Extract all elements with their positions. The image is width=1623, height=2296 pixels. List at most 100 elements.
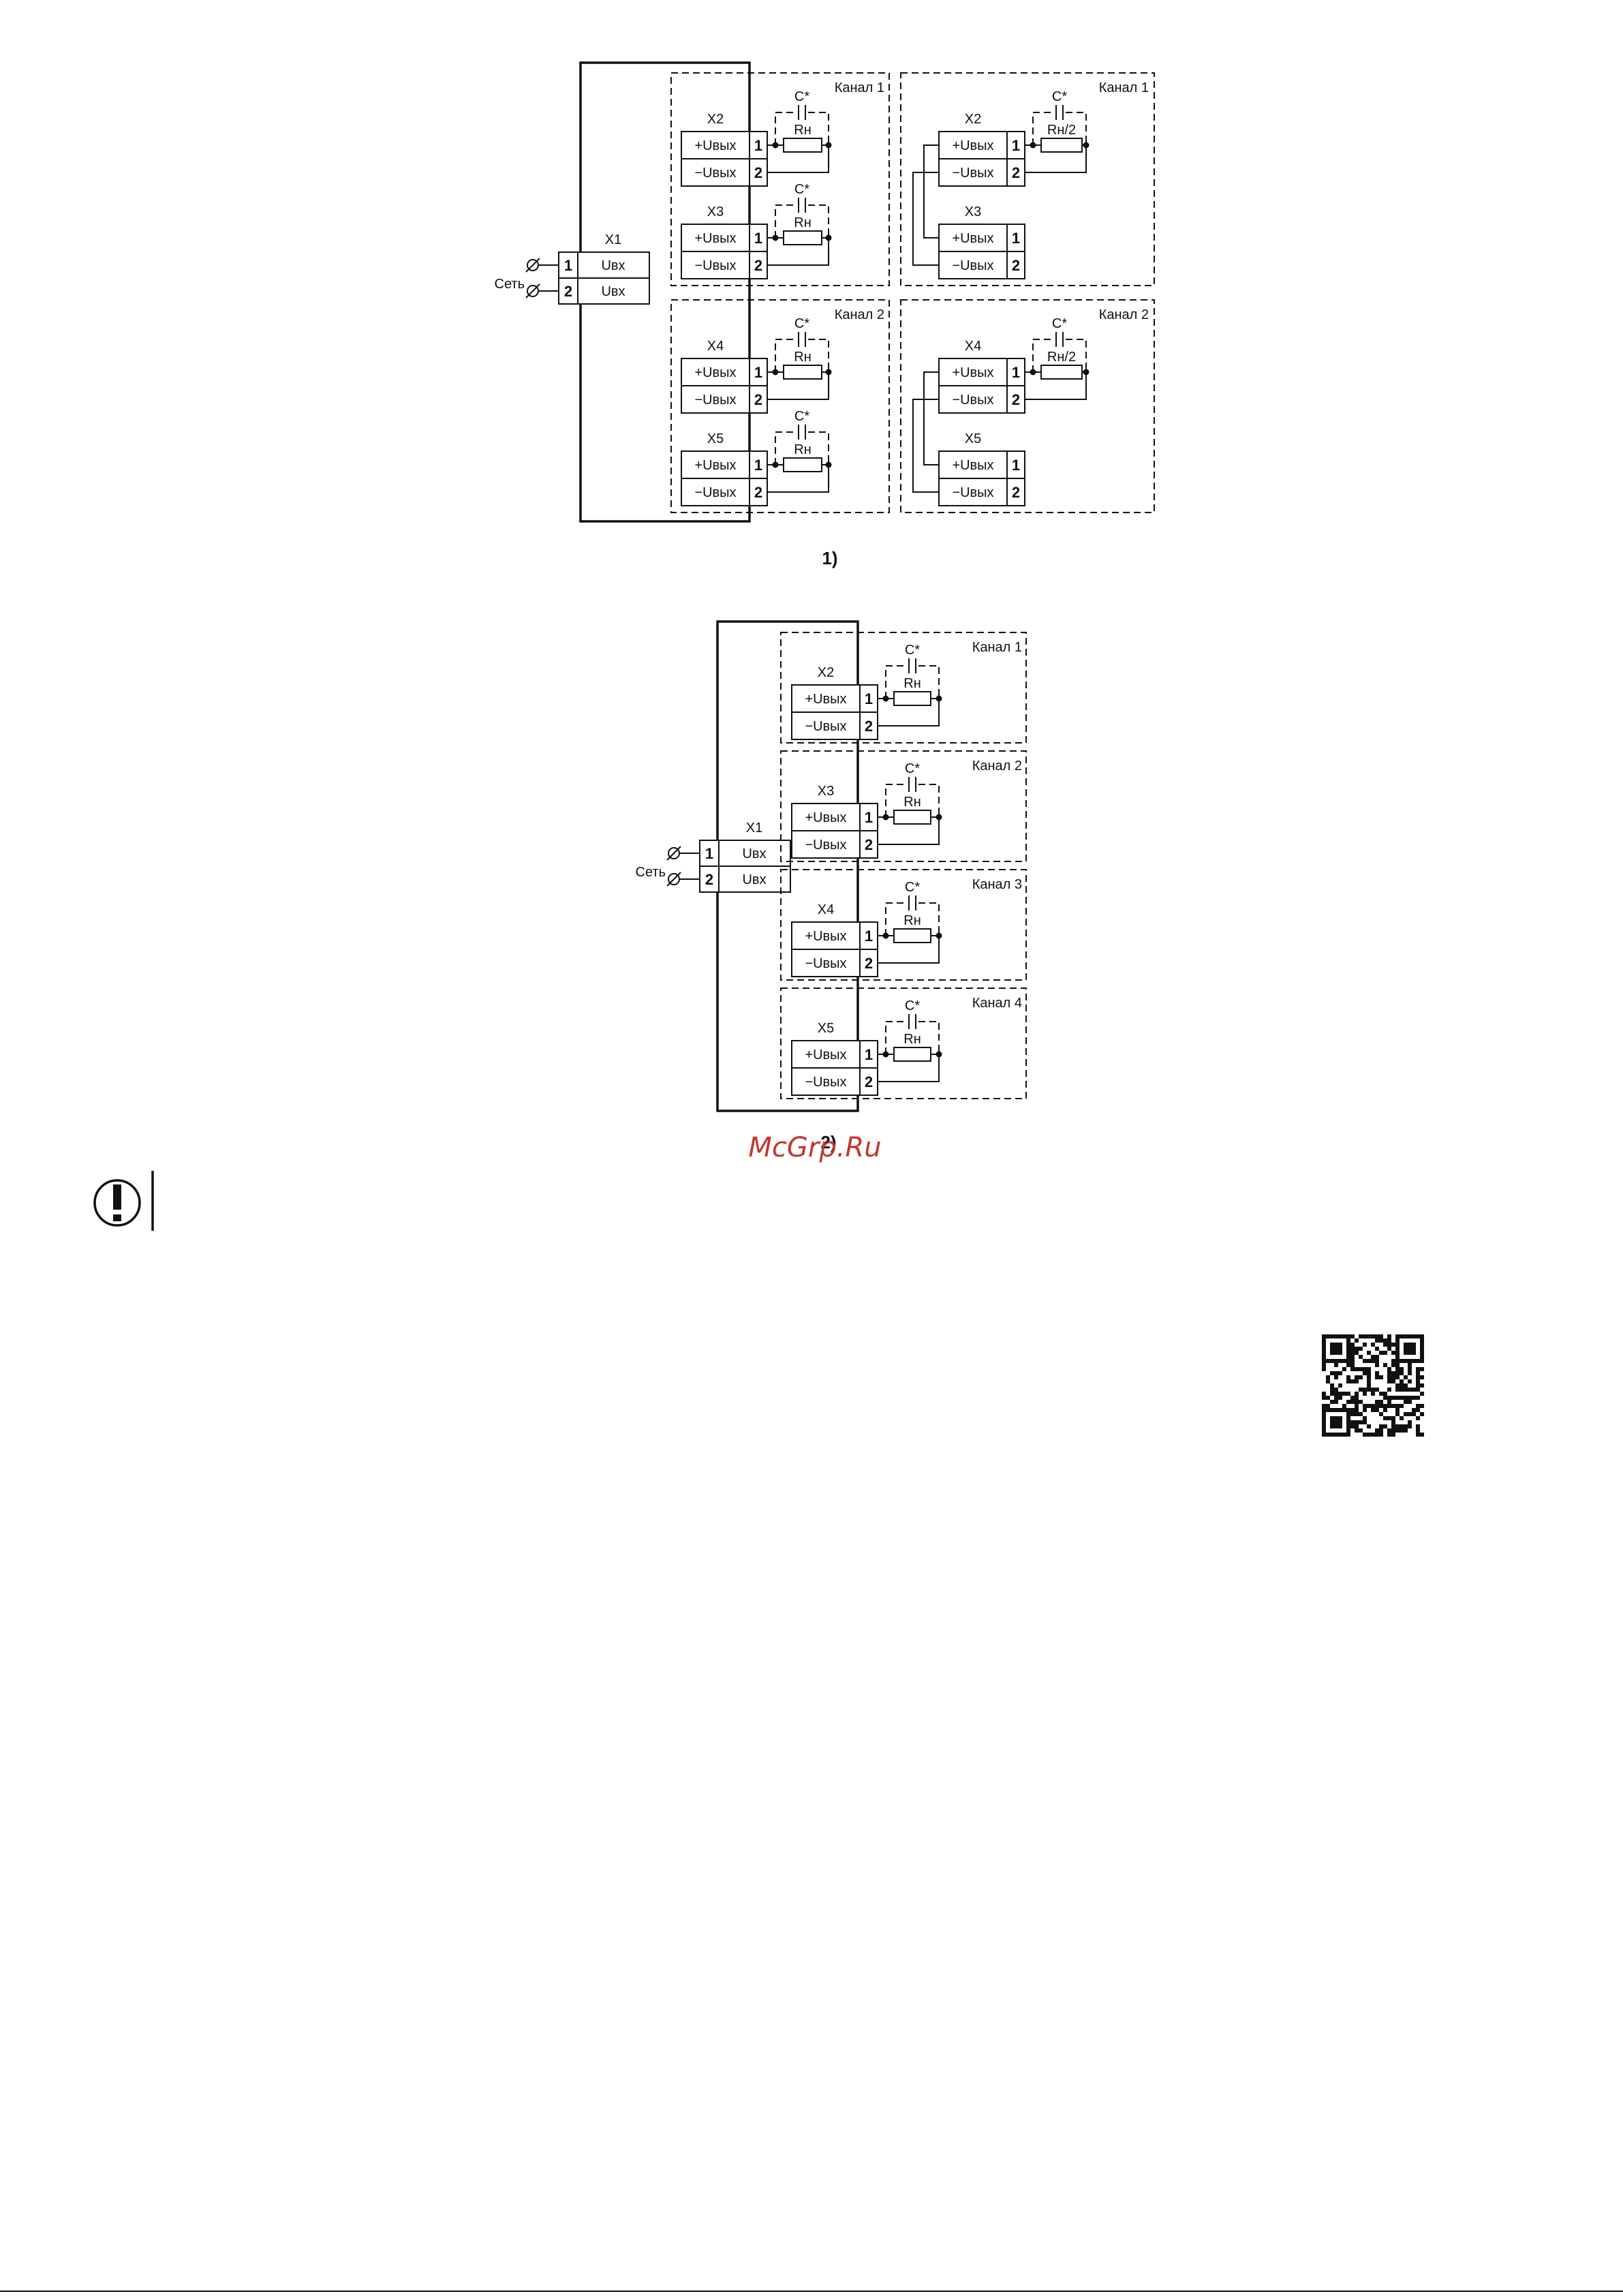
channel-label: Канал 2 — [972, 759, 1022, 774]
capacitor-label: C* — [905, 761, 920, 776]
qr-module — [1375, 1433, 1379, 1437]
qr-module — [1416, 1375, 1420, 1379]
capacitor-branch — [775, 339, 796, 372]
qr-module — [1404, 1428, 1408, 1433]
qr-module — [1355, 1396, 1359, 1400]
qr-module — [1400, 1367, 1404, 1371]
qr-module — [1387, 1396, 1391, 1400]
terminal-screw-icon — [527, 285, 539, 297]
qr-module — [1379, 1338, 1383, 1343]
pin-number: 2 — [1012, 164, 1020, 181]
qr-module — [1408, 1400, 1412, 1404]
qr-module — [1416, 1396, 1420, 1400]
qr-module — [1391, 1359, 1395, 1363]
diagram-caption: 1) — [822, 548, 837, 568]
terminal-label: Uвх — [601, 284, 625, 299]
qr-module — [1350, 1334, 1355, 1338]
connector-name: X5 — [818, 1021, 834, 1036]
return-wire — [1025, 145, 1087, 173]
return-wire — [767, 145, 829, 173]
terminal-label: +Uвых — [694, 365, 736, 380]
qr-module — [1363, 1334, 1367, 1338]
load-circuit: Rн/2C* — [1025, 89, 1089, 173]
capacitor-branch — [885, 665, 906, 699]
qr-module — [1408, 1363, 1412, 1367]
terminal-label: +Uвых — [805, 692, 846, 707]
connector-name: X1 — [605, 232, 621, 247]
qr-module — [1416, 1416, 1420, 1420]
qr-module — [1379, 1334, 1383, 1338]
resistor-label: Rн — [903, 795, 921, 810]
qr-finder — [1330, 1343, 1342, 1355]
qr-module — [1371, 1355, 1375, 1359]
qr-module — [1387, 1367, 1391, 1371]
connector-name: X5 — [965, 431, 981, 446]
pin-number: 1 — [1012, 137, 1020, 154]
qr-module — [1395, 1371, 1400, 1375]
qr-module — [1391, 1351, 1395, 1355]
qr-module — [1367, 1334, 1371, 1338]
pin-number: 2 — [1012, 391, 1020, 408]
terminal-minus — [681, 158, 750, 187]
qr-module — [1346, 1363, 1350, 1367]
qr-module — [1379, 1412, 1383, 1416]
terminal-screw-icon — [525, 258, 540, 273]
qr-module — [1387, 1371, 1391, 1375]
qr-module — [1395, 1404, 1400, 1408]
terminal-minus — [681, 385, 750, 414]
qr-module — [1322, 1392, 1326, 1396]
qr-module — [1379, 1404, 1383, 1408]
pin-box-2 — [859, 711, 878, 740]
channel-frame — [900, 72, 1155, 286]
qr-module — [1387, 1388, 1391, 1392]
pin-box-2 — [1006, 478, 1025, 506]
capacitor-branch — [918, 1021, 940, 1054]
qr-module — [1359, 1347, 1363, 1351]
qr-module — [1367, 1367, 1371, 1371]
qr-module — [1383, 1416, 1387, 1420]
qr-module — [1375, 1338, 1379, 1343]
qr-module — [1359, 1334, 1363, 1338]
qr-module — [1355, 1392, 1359, 1396]
qr-module — [1400, 1371, 1404, 1375]
capacitor-label: C* — [905, 998, 920, 1013]
resistor-label: Rн/2 — [1047, 123, 1076, 138]
qr-module — [1334, 1363, 1338, 1367]
qr-module — [1359, 1400, 1363, 1404]
terminal-minus — [791, 711, 861, 740]
connector-name: X1 — [746, 821, 762, 836]
qr-module — [1383, 1404, 1387, 1408]
qr-module — [1355, 1428, 1359, 1433]
pin-number: 2 — [1012, 484, 1020, 501]
resistor-label: Rн/2 — [1047, 350, 1076, 365]
pin-box-1 — [749, 224, 768, 252]
resistor — [783, 365, 822, 380]
qr-module — [1350, 1359, 1355, 1363]
terminal-plus — [681, 450, 750, 479]
qr-module — [1416, 1404, 1420, 1408]
pin-number: 1 — [865, 928, 873, 945]
qr-module — [1408, 1371, 1412, 1375]
terminal-minus — [681, 251, 750, 279]
qr-module — [1367, 1375, 1371, 1379]
qr-module — [1359, 1388, 1363, 1392]
qr-module — [1338, 1371, 1342, 1375]
terminal-label: Uвх — [742, 846, 766, 861]
qr-module — [1355, 1412, 1359, 1416]
qr-module — [1412, 1408, 1416, 1412]
qr-module — [1387, 1428, 1391, 1433]
pin-number: 1 — [865, 1046, 873, 1063]
qr-module — [1416, 1424, 1420, 1428]
qr-module — [1391, 1379, 1395, 1383]
pin-number: 2 — [865, 1073, 873, 1090]
pin-box-2 — [749, 385, 768, 414]
connector-name: X4 — [818, 902, 834, 917]
resistor — [783, 457, 822, 472]
